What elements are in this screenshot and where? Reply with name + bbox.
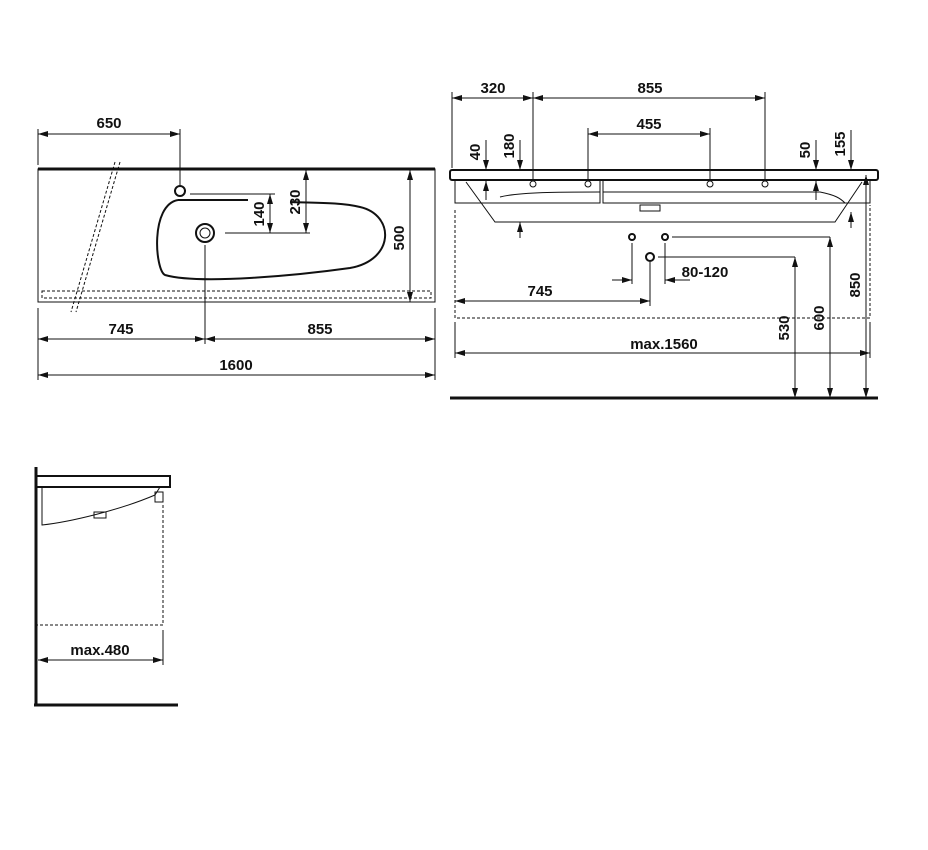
dim-max-1560: max.1560 (630, 336, 698, 353)
basin-bowl (465, 181, 863, 223)
dim-230: 230 (287, 189, 304, 214)
dim-140: 140 (251, 201, 268, 226)
dim-40: 40 (467, 144, 484, 161)
dim-455: 455 (636, 116, 661, 133)
countertop-slab (449, 169, 879, 181)
break-line (75, 161, 121, 313)
waste-outlet (639, 204, 661, 212)
basin-outline (156, 199, 386, 281)
tap-holes (529, 180, 769, 188)
dim-650: 650 (96, 115, 121, 132)
dim-745-front: 745 (527, 283, 552, 300)
dim-1600: 1600 (219, 357, 252, 374)
dim-530: 530 (776, 315, 793, 340)
dim-max-480: max.480 (70, 642, 129, 659)
dim-855: 855 (307, 321, 332, 338)
front-overflow-channel (41, 290, 432, 299)
dim-745: 745 (108, 321, 133, 338)
dim-80-120: 80-120 (682, 264, 729, 281)
dim-50: 50 (797, 142, 814, 159)
dim-855-front: 855 (637, 80, 662, 97)
top-view: 650 140 230 500 745 855 1600 (37, 115, 436, 380)
basin-side (41, 486, 161, 526)
countertop-outline (37, 168, 436, 303)
dim-600: 600 (811, 305, 828, 330)
dim-850: 850 (847, 272, 864, 297)
dim-155: 155 (832, 131, 849, 156)
dim-320: 320 (480, 80, 505, 97)
drain (195, 223, 215, 243)
supply-connections (628, 233, 669, 262)
dim-500: 500 (391, 225, 408, 250)
dim-180: 180 (501, 133, 518, 158)
tap-hole (174, 185, 186, 197)
max-cabinet-side (36, 505, 164, 626)
countertop-side (35, 475, 171, 488)
side-view: max.480 (34, 467, 178, 707)
front-view: 320 855 455 40 180 50 155 745 80-120 (449, 80, 879, 400)
max-cabinet-outline (454, 205, 871, 319)
